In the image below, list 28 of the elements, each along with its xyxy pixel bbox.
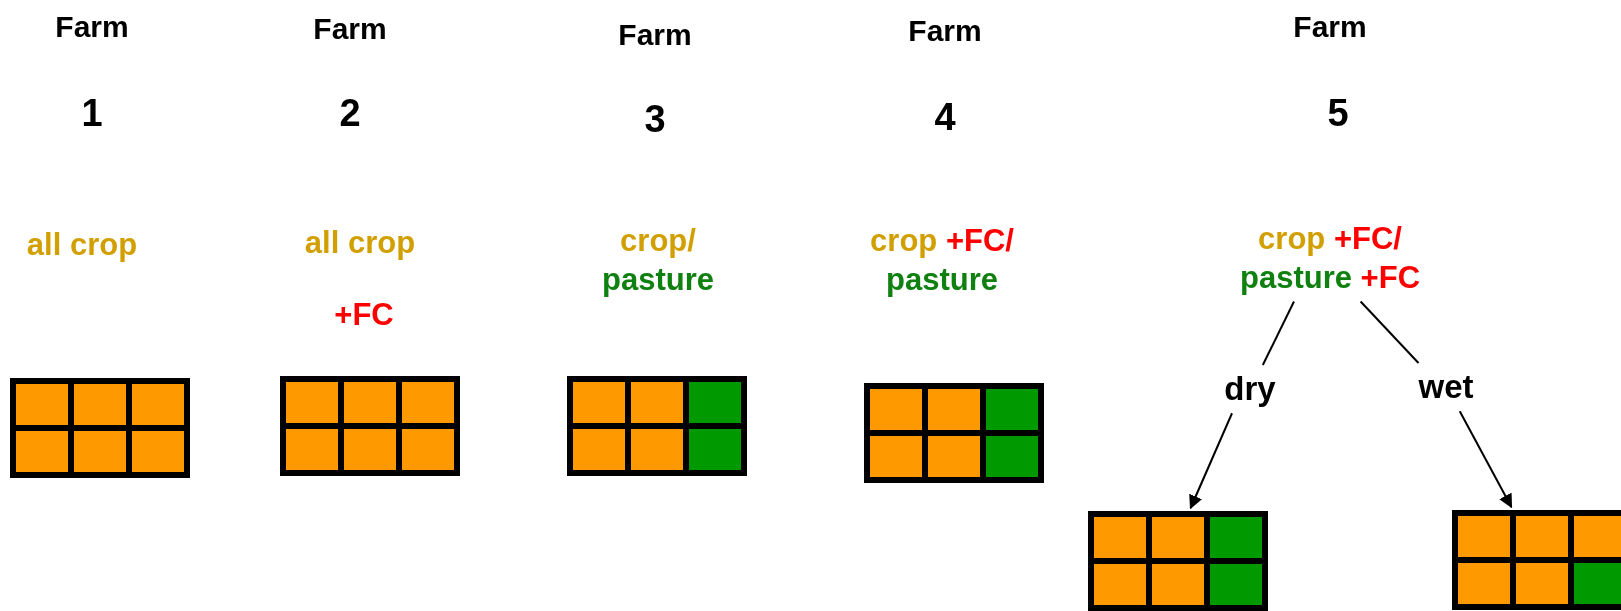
farm-number: 1: [81, 91, 103, 136]
land-use-text: +FC: [334, 296, 394, 334]
plot-grid: [864, 383, 1044, 483]
plot-grid: [280, 376, 460, 476]
plot-grid: [1452, 510, 1621, 610]
connector-line: [1261, 300, 1295, 366]
farm-heading: Farm: [908, 13, 982, 49]
land-use-text: all crop: [26, 226, 138, 264]
farm-number: 5: [1327, 91, 1349, 136]
condition-label: dry: [1224, 368, 1276, 410]
farm-heading: Farm: [618, 17, 692, 53]
farm-number: 2: [339, 91, 361, 136]
land-use-text: crop +FC/ pasture: [870, 222, 1014, 299]
farm-heading: Farm: [313, 11, 387, 47]
arrow: [1189, 412, 1233, 510]
plot-grid: [10, 378, 190, 478]
land-use-text: all crop: [304, 224, 416, 262]
farm-number: 3: [644, 97, 666, 142]
farm-heading: Farm: [55, 9, 129, 45]
arrow: [1458, 410, 1513, 509]
connector-line: [1359, 300, 1420, 364]
farm-heading: Farm: [1293, 9, 1367, 45]
land-use-text: crop +FC/ pasture +FC: [1240, 220, 1420, 298]
plot-grid: [1088, 511, 1268, 611]
condition-label: wet: [1418, 366, 1474, 408]
farm-number: 4: [934, 95, 956, 140]
plot-grid: [567, 376, 747, 476]
land-use-text: crop/ pasture: [602, 222, 714, 299]
